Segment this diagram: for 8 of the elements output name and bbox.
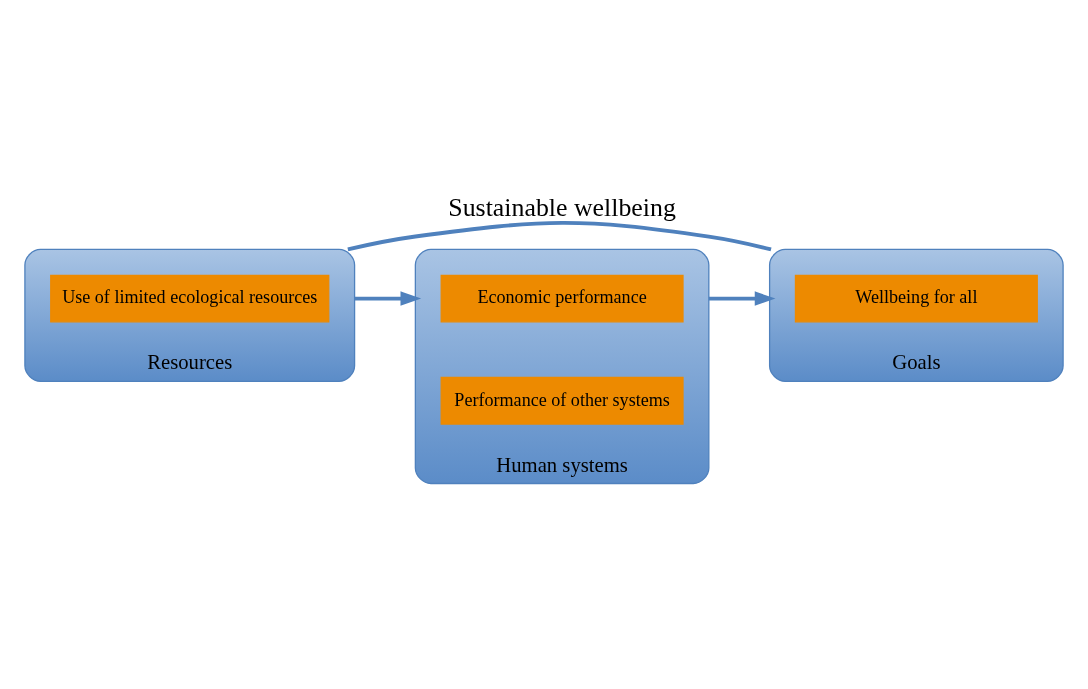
node-box: Wellbeing for all [794,274,1038,323]
node-box: Economic performance [440,274,684,323]
edge-label: Sustainable wellbeing [448,192,676,222]
arrow [708,291,776,306]
arrow [354,291,422,306]
node-box: Use of limited ecological resources [50,274,330,323]
node-box: Performance of other systems [440,376,684,425]
connector [347,220,772,252]
